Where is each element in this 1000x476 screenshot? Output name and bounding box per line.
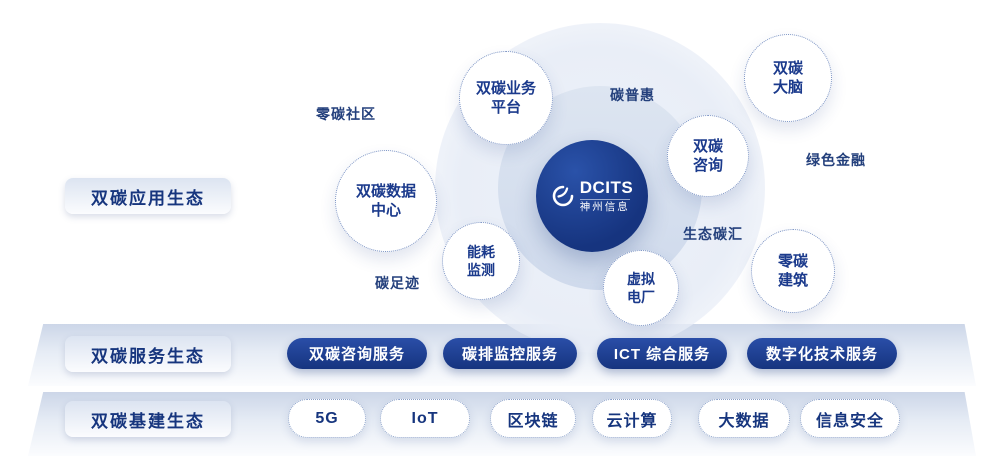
bubble-zero-carbon-building: 零碳 建筑	[751, 229, 835, 313]
pill-information-security: 信息安全	[800, 399, 900, 438]
pill-iot: IoT	[380, 399, 470, 438]
pill-blockchain: 区块链	[490, 399, 576, 438]
brand-subtitle: 神州信息	[579, 199, 630, 214]
bubble-dual-carbon-business-platform: 双碳业务 平台	[459, 51, 553, 145]
bubble-dual-carbon-consulting: 双碳 咨询	[667, 115, 749, 197]
pill-5g: 5G	[288, 399, 366, 438]
pill-digital-technology-service: 数字化技术服务	[747, 338, 897, 369]
dcits-logo-icon	[551, 184, 575, 208]
label-zero-carbon-community: 零碳社区	[316, 106, 376, 122]
pill-big-data: 大数据	[698, 399, 790, 438]
bubble-virtual-power-plant: 虚拟 电厂	[603, 250, 679, 326]
row-label-application-ecosystem: 双碳应用生态	[65, 178, 231, 214]
dcits-core-node: DCITS 神州信息	[536, 140, 648, 252]
label-green-finance: 绿色金融	[806, 152, 866, 168]
bubble-dual-carbon-data-center: 双碳数据 中心	[335, 150, 437, 252]
pill-dual-carbon-consulting-service: 双碳咨询服务	[287, 338, 427, 369]
pill-cloud-computing: 云计算	[592, 399, 672, 438]
label-carbon-footprint: 碳足迹	[375, 275, 420, 291]
label-carbon-inclusion: 碳普惠	[610, 87, 655, 103]
label-ecological-carbon-sink: 生态碳汇	[683, 226, 743, 242]
pill-carbon-emission-monitoring-service: 碳排监控服务	[443, 338, 577, 369]
bubble-energy-monitoring: 能耗 监测	[442, 222, 520, 300]
brand-name: DCITS	[579, 177, 634, 197]
row-label-infrastructure-ecosystem: 双碳基建生态	[65, 401, 231, 437]
row-label-service-ecosystem: 双碳服务生态	[65, 336, 231, 372]
bubble-dual-carbon-brain: 双碳 大脑	[744, 34, 832, 122]
pill-ict-integrated-service: ICT 综合服务	[597, 338, 727, 369]
